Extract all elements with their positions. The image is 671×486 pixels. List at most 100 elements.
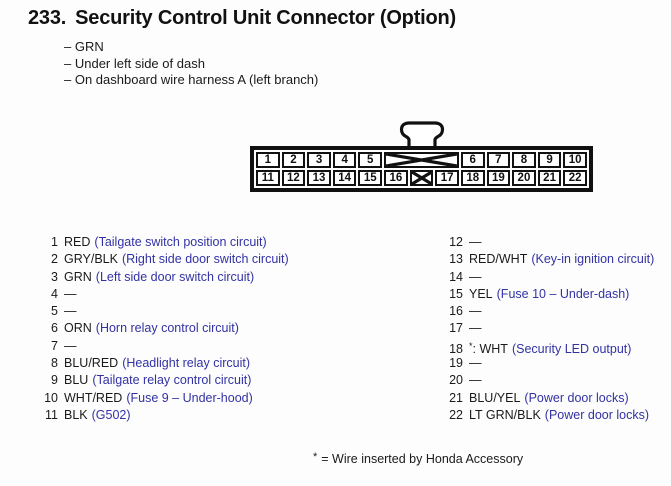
pin-number: 9 <box>51 373 58 388</box>
wire-color-label: BLU/YEL <box>469 390 521 405</box>
connector-pin-cell: 1 <box>256 152 280 168</box>
connector-pin-cell: 21 <box>537 170 562 186</box>
pin-number: 3 <box>51 269 58 284</box>
circuit-description: (Power door locks) <box>524 390 629 405</box>
wire-color-label: GRY/BLK <box>64 252 118 267</box>
connector-pin-cell: 7 <box>486 152 511 168</box>
circuit-description: (Fuse 10 – Under-dash) <box>496 286 630 301</box>
pin-number: 5 <box>51 304 58 319</box>
wire-color-label: LT GRN/BLK <box>469 407 541 422</box>
pin-number: 8 <box>51 356 58 371</box>
wire-color-label: — <box>469 235 482 249</box>
connector-pin-cell: 10 <box>563 152 587 168</box>
circuit-description: (Left side door switch circuit) <box>95 269 255 284</box>
pin-number: 7 <box>51 338 58 353</box>
pin-number: 18 <box>449 341 463 356</box>
connector-pin-cell: 5 <box>358 152 383 168</box>
pin-row: 14— <box>430 269 654 286</box>
pin-row: 19 — <box>430 355 654 372</box>
pin-number: 16 <box>449 304 463 319</box>
pin-row: 16 — <box>430 303 654 320</box>
connector-pin-cell: 12 <box>281 170 306 186</box>
pin-number: 1 <box>51 235 58 249</box>
pin-number: 17 <box>449 321 463 336</box>
wire-color-label: WHT <box>479 341 508 356</box>
connector-pin-cell: 19 <box>486 170 511 186</box>
connector-latch-icon <box>399 121 445 149</box>
note-line: – Under left side of dash <box>64 55 205 71</box>
blanked-cell <box>409 170 434 186</box>
wire-color-label: ORN <box>64 321 92 336</box>
pin-row: 17 — <box>430 320 654 337</box>
circuit-description: (Key-in ignition circuit) <box>531 252 655 267</box>
circuit-description: (Tailgate switch position circuit) <box>94 235 267 249</box>
asterisk-marker: * <box>313 451 318 463</box>
connector-pin-cell: 2 <box>281 152 306 168</box>
connector-pin-cell: 22 <box>563 170 587 186</box>
footnote-text: = Wire inserted by Honda Accessory <box>321 452 524 466</box>
note-line: – GRN <box>64 39 104 54</box>
circuit-description: (Security LED output) <box>511 341 632 356</box>
connector-pin-cell: 13 <box>307 170 331 186</box>
connector-pin-cell: 3 <box>307 152 331 168</box>
pin-number: 10 <box>44 390 58 405</box>
pin-number: 2 <box>51 252 58 267</box>
pin-number: 20 <box>449 373 463 388</box>
pin-row: 20— <box>430 372 654 389</box>
asterisk-marker: * <box>469 340 473 351</box>
pin-number: 19 <box>449 356 463 371</box>
wire-color-label: — <box>469 304 482 319</box>
pin-row: 3 GRN(Left side door switch circuit) <box>42 269 289 286</box>
pin-separator: : <box>472 341 480 356</box>
circuit-description: (G502) <box>91 407 131 422</box>
wire-color-label: WHT/RED <box>64 390 123 405</box>
pin-row: 21 BLU/YEL(Power door locks) <box>430 390 654 407</box>
wire-color-label: BLU/RED <box>64 356 119 371</box>
pin-row: 18 *: WHT(Security LED output) <box>430 338 654 356</box>
section-title-text: Security Control Unit Connector (Option) <box>75 7 457 29</box>
circuit-description: (Horn relay control circuit) <box>95 321 239 336</box>
connector-pin-cell: 20 <box>512 170 536 186</box>
pin-row: 2 GRY/BLK(Right side door switch circuit) <box>42 251 289 268</box>
connector-pin-cell: 8 <box>512 152 536 168</box>
connector-pin-cell: 18 <box>460 170 485 186</box>
crossed-cell-icon <box>412 172 432 184</box>
section-number: 233. <box>28 7 67 29</box>
pin-number: 21 <box>449 390 463 405</box>
pin-row: 12— <box>430 234 654 251</box>
wire-color-label: — <box>469 356 482 371</box>
pin-row: 7— <box>42 338 289 355</box>
connector-pin-cell: 9 <box>537 152 562 168</box>
circuit-description: (Power door locks) <box>544 407 649 422</box>
crossed-cell-icon <box>386 154 457 166</box>
wire-color-label: BLU <box>64 373 89 388</box>
wire-color-label: BLK <box>64 407 88 422</box>
wire-color-label: — <box>469 321 482 336</box>
wire-color-label: — <box>64 338 77 353</box>
wire-color-label: RED/WHT <box>469 252 528 267</box>
pin-number: 13 <box>449 252 463 267</box>
pin-row: 4— <box>42 286 289 303</box>
wire-color-label: GRN <box>64 269 92 284</box>
wire-color-label: RED <box>64 235 91 249</box>
connector-pin-cell: 4 <box>332 152 357 168</box>
pin-number: 14 <box>449 269 463 284</box>
pin-number: 4 <box>51 286 58 301</box>
note-line: – On dashboard wire harness A (left bran… <box>64 72 319 87</box>
circuit-description: (Right side door switch circuit) <box>121 252 289 267</box>
connector-notes: – GRN – Under left side of dash – On das… <box>64 39 318 89</box>
pin-row: 5— <box>42 303 289 320</box>
connector-pin-cell: 11 <box>256 170 280 186</box>
circuit-description: (Fuse 9 – Under-hood) <box>126 390 253 405</box>
page-title: 233. Security Control Unit Connector (Opt… <box>28 7 456 30</box>
